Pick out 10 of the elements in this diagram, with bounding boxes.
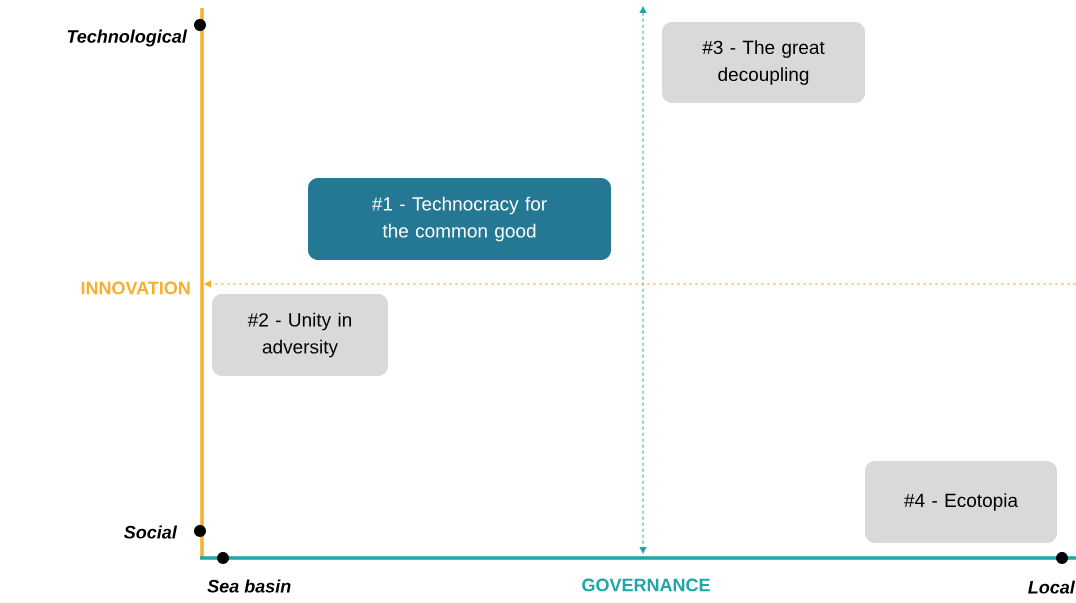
scenario-box: #2 - Unity in adversity <box>212 294 388 376</box>
scenario-box: #3 - The great decoupling <box>662 22 865 103</box>
axis-end-label: Technological <box>67 29 188 47</box>
scenario-box: #4 - Ecotopia <box>865 461 1057 543</box>
scenario-box: #1 - Technocracy for the common good <box>308 178 611 260</box>
axis-end-label: Sea basin <box>207 579 291 593</box>
axis-title: INNOVATION <box>81 281 190 295</box>
axis-end-label: Local <box>1028 580 1076 594</box>
axis-title: GOVERNANCE <box>582 578 710 592</box>
axis-end-label: Social <box>124 525 178 539</box>
